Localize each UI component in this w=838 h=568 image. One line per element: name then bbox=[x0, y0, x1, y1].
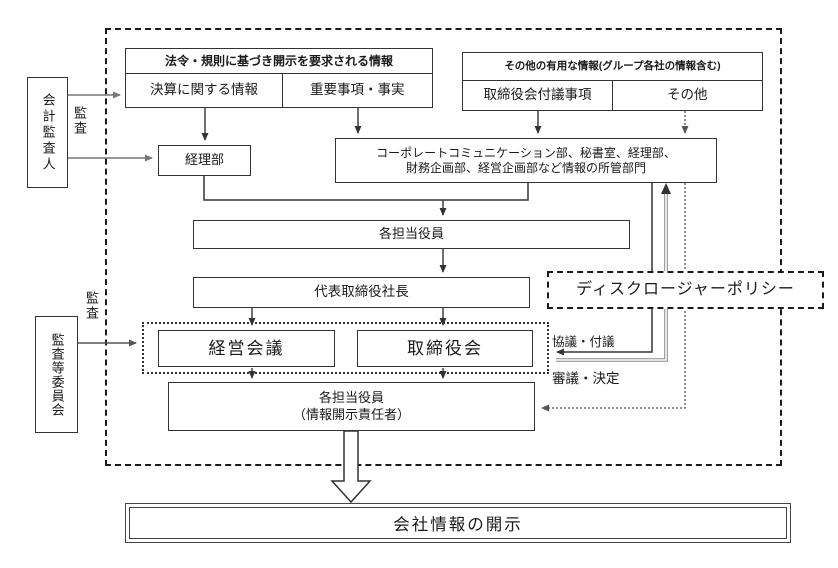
info-departments-line2: 財務企画部、経営企画部など情報の所管部門 bbox=[405, 160, 646, 175]
disclosure-officers-line1: 各担当役員 bbox=[318, 390, 384, 406]
arrow-depts-to-group-consult bbox=[556, 183, 653, 356]
box-disclosure-officers: 各担当役員 （情報開示責任者） bbox=[168, 382, 535, 431]
deliberation-group-frame bbox=[142, 322, 549, 374]
outer-dashed-frame bbox=[105, 28, 782, 466]
big-output-arrow bbox=[330, 430, 372, 504]
info-departments-line1: コーポレートコミュニケーション部、秘書室、経理部、 bbox=[376, 145, 676, 160]
box-info-departments: コーポレートコミュニケーション部、秘書室、経理部、 財務企画部、経営企画部など情… bbox=[335, 138, 717, 183]
box-company-disclosure-inner: 会社情報の開示 bbox=[129, 507, 787, 539]
box-accounting-auditor: 会計監査人 bbox=[27, 77, 68, 188]
info-departments-text: コーポレートコミュニケーション部、秘書室、経理部、 財務企画部、経営企画部など情… bbox=[376, 146, 676, 176]
box-board-of-directors: 取締役会 bbox=[357, 330, 533, 367]
box-others: その他 bbox=[611, 80, 763, 111]
box-management-meeting: 経営会議 bbox=[158, 330, 335, 367]
box-disclosure-policy: ディスクロージャーポリシー bbox=[547, 271, 824, 309]
box-other-useful-info-header: その他の有用な情報(グループ各社の情報含む) bbox=[462, 52, 763, 81]
box-accounting-dept: 経理部 bbox=[158, 145, 251, 176]
disclosure-officers-text: 各担当役員 （情報開示責任者） bbox=[293, 390, 410, 423]
disclosure-officers-line2: （情報開示責任者） bbox=[292, 406, 410, 422]
connector-bus bbox=[203, 175, 529, 201]
label-consult-submit: 協議・付議 bbox=[552, 335, 615, 349]
box-important-matters: 重要事項・事実 bbox=[281, 73, 433, 108]
box-president: 代表取締役社長 bbox=[193, 277, 530, 308]
box-company-disclosure: 会社情報の開示 bbox=[125, 503, 791, 543]
box-audit-committee: 監査等委員会 bbox=[35, 316, 78, 433]
label-audit-bottom: 監査 bbox=[84, 291, 99, 321]
arrowhead-up-to-depts bbox=[661, 183, 671, 194]
arrow-group-to-depts-double-inner bbox=[556, 192, 667, 361]
box-board-agenda-items: 取締役会付議事項 bbox=[462, 80, 613, 111]
box-financial-results-info: 決算に関する情報 bbox=[125, 73, 283, 108]
box-responsible-officers: 各担当役員 bbox=[193, 220, 630, 249]
label-audit-top: 監査 bbox=[72, 106, 87, 136]
arrow-dotted-to-disclosure-officers bbox=[541, 183, 686, 412]
box-legal-info-header: 法令・規則に基づき開示を要求される情報 bbox=[125, 48, 433, 74]
label-deliberate-decide: 審議・決定 bbox=[552, 371, 620, 386]
